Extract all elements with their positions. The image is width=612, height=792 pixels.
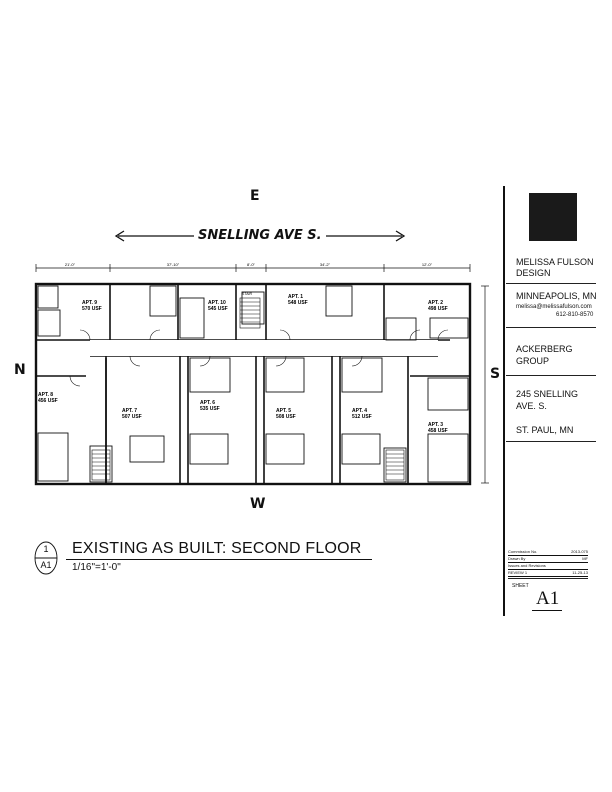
apt-8-area: 456 USF [38, 398, 58, 404]
divider [506, 283, 596, 284]
field-label: Commission No. [508, 549, 538, 554]
sheet-number: A1 [536, 588, 560, 609]
dim-4: 34'-2" [320, 262, 331, 267]
apt-4-area: 512 USF [352, 414, 372, 420]
compass-east: E [250, 188, 260, 204]
revision-table: Commission No. 2013-075 Drawn By MF Issu… [508, 549, 588, 577]
address-line2: AVE. S. [516, 401, 547, 411]
field-row: REVIEW 1 11-25-13 [508, 570, 588, 577]
sheet-label: SHEET [512, 583, 529, 589]
firm-name-line1: MELISSA FULSON [516, 257, 594, 267]
field-value: 2013-075 [571, 549, 588, 554]
dim-3: 8'-0" [247, 262, 256, 267]
apt-9-area: 570 USF [82, 306, 102, 312]
firm-name-line2: DESIGN [516, 268, 551, 278]
drawing-number: 1 [43, 544, 49, 554]
field-label: Issues and Revisions [508, 563, 546, 568]
dim-2: 37'-10" [167, 262, 180, 267]
logo [529, 193, 577, 241]
drawing-title-underline [66, 559, 372, 560]
apt-10-name: APT. 10 [208, 300, 226, 306]
firm-city: MINNEAPOLIS, MN [516, 291, 597, 301]
apt-3-name: APT. 3 [428, 422, 443, 428]
drawing-title: EXISTING AS BUILT: SECOND FLOOR [72, 540, 362, 557]
apt-6-area: 535 USF [200, 406, 220, 412]
field-label: Drawn By [508, 556, 526, 561]
compass-north: N [14, 362, 26, 378]
divider [506, 327, 596, 328]
apt-2-name: APT. 2 [428, 300, 443, 306]
street-arrow [114, 230, 406, 242]
field-label: REVIEW 1 [508, 570, 528, 575]
apt-2-area: 498 USF [428, 306, 448, 312]
dim-1: 21'-0" [65, 262, 76, 267]
field-value: MF [582, 556, 588, 561]
compass-west: W [250, 496, 266, 512]
apt-5-area: 508 USF [276, 414, 296, 420]
apt-4-name: APT. 4 [352, 408, 367, 414]
field-row: Commission No. 2013-075 [508, 549, 588, 556]
address-line1: 245 SNELLING [516, 389, 579, 399]
field-row: Drawn By MF [508, 556, 588, 563]
apt-8-name: APT. 8 [38, 392, 53, 398]
apt-6-name: APT. 6 [200, 400, 215, 406]
floor-plan: 21'-0" 37'-10" 8'-0" 34'-2" 12'-0" [34, 262, 489, 486]
apt-10-area: 545 USF [208, 306, 228, 312]
apt-7-area: 507 USF [122, 414, 142, 420]
dim-5: 12'-0" [422, 262, 433, 267]
firm-phone: 612-810-8570 [556, 312, 594, 318]
address-line3: ST. PAUL, MN [516, 425, 574, 435]
drawing-scale: 1/16"=1'-0" [72, 562, 121, 573]
compass-south: S [490, 366, 501, 382]
street-label: SNELLING AVE S. [198, 228, 322, 243]
title-block-border [503, 186, 505, 616]
field-row: Issues and Revisions [508, 563, 588, 570]
apt-9-name: APT. 9 [82, 300, 97, 306]
apt-5-name: APT. 5 [276, 408, 291, 414]
apt-3-area: 458 USF [428, 428, 448, 434]
firm-email: melissa@melissafulson.com [516, 304, 592, 310]
drawing-sheet-ref: A1 [40, 560, 52, 570]
apt-1-name: APT. 1 [288, 294, 303, 300]
client-line1: ACKERBERG [516, 344, 573, 354]
divider [506, 375, 596, 376]
apt-1-area: 548 USF [288, 300, 308, 306]
apt-7-name: APT. 7 [122, 408, 137, 414]
sheet-underline [532, 610, 562, 611]
field-value: 11-25-13 [572, 570, 588, 575]
divider [508, 578, 588, 579]
drawing-number-bubble: 1 A1 [34, 541, 58, 575]
client-line2: GROUP [516, 356, 550, 366]
divider [506, 441, 596, 442]
stair-label: STAIR [242, 292, 253, 296]
